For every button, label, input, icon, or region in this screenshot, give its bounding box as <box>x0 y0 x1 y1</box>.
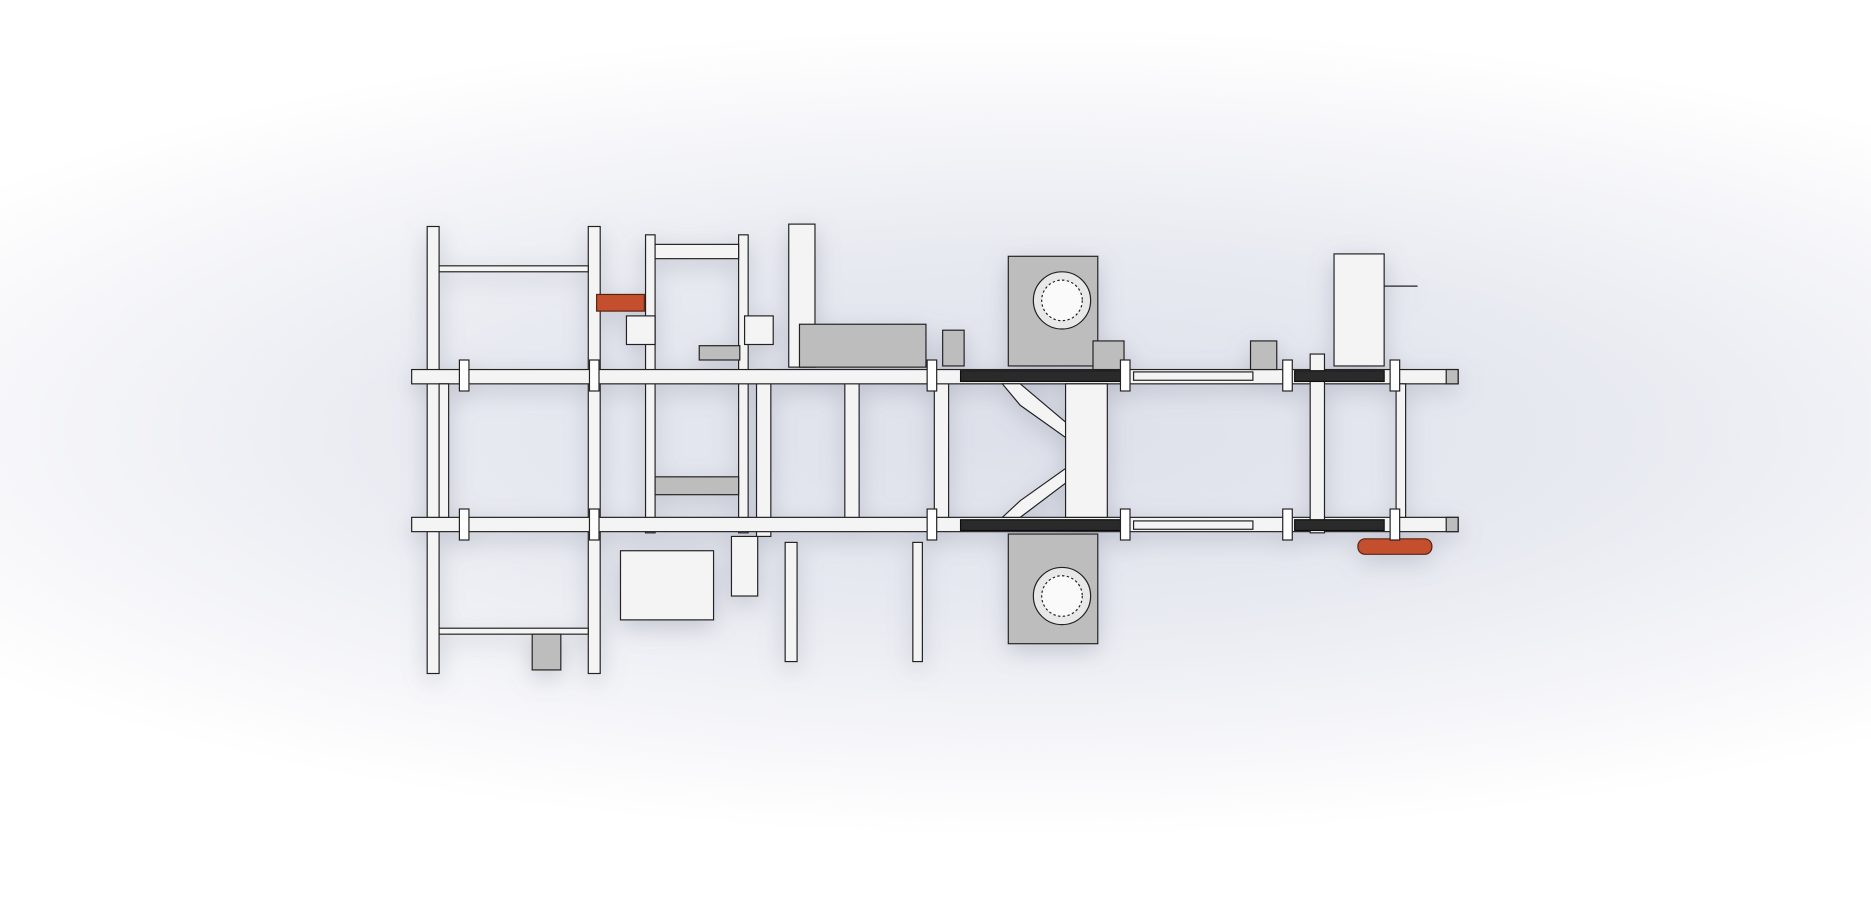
front-ladder <box>426 225 601 675</box>
wheel-hub-top <box>1007 255 1099 367</box>
module-frame <box>619 223 965 663</box>
control-box <box>1333 253 1385 367</box>
hydraulic-cylinder <box>1357 538 1433 555</box>
wheel-hub-bottom <box>1007 533 1099 645</box>
chassis-frame <box>411 223 1459 675</box>
damper <box>959 370 1129 383</box>
damper <box>1294 519 1385 532</box>
damper <box>1294 370 1385 383</box>
damper <box>959 519 1129 532</box>
axle-brace <box>1000 383 1108 518</box>
hydraulic-cylinder <box>596 293 645 312</box>
